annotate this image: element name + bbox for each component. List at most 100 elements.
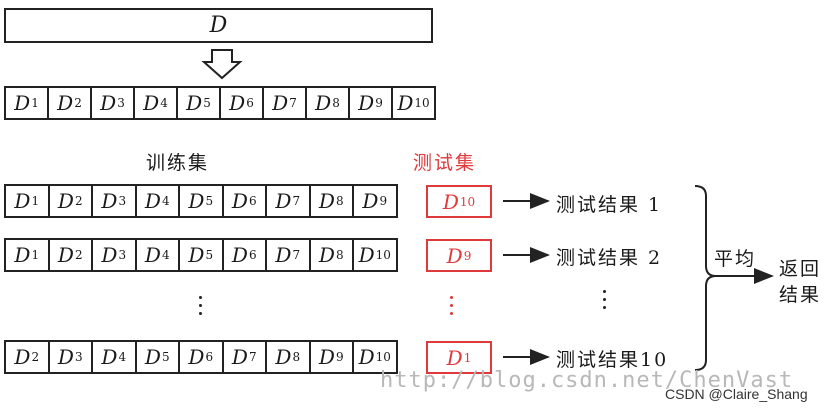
cell-letter: D [446,243,463,268]
cell-subscript: 2 [74,96,82,110]
cell-subscript: 8 [335,194,344,208]
cell-subscript: 3 [118,248,127,262]
cell-subscript: 2 [31,350,40,364]
cell-subscript: 1 [463,350,472,365]
cell-subscript: 2 [74,248,83,262]
cell-letter: D [318,189,335,213]
cell-subscript: 4 [118,350,127,364]
down-arrow-icon [201,49,243,80]
test-set-header: 测试集 [413,152,477,174]
cell-letter: D [275,189,292,213]
cell-letter: D [275,345,292,369]
full-dataset-letter: D [209,13,228,38]
cell-subscript: 7 [292,194,301,208]
cell-letter: D [57,189,74,213]
cell-subscript: 5 [203,96,211,110]
cell-letter: D [57,91,74,115]
cell-letter: D [144,345,161,369]
cell-letter: D [231,243,248,267]
cell-subscript: 7 [289,96,297,110]
cell-letter: D [231,345,248,369]
cell-subscript: 8 [292,350,301,364]
cell-letter: D [188,189,205,213]
full-dataset-box: D [4,8,433,43]
result-ellipsis [599,290,609,309]
cell-subscript: 5 [205,248,214,262]
url-watermark: http://blog.csdn.net/ChenVast [380,368,794,393]
cell-letter: D [57,243,74,267]
cell-letter: D [188,243,205,267]
cell-letter: D [101,189,118,213]
final-result-line2: 结果 [779,284,822,306]
cell-letter: D [362,189,379,213]
cell-letter: D [14,189,31,213]
cell-subscript: 6 [246,96,254,110]
final-result-line1: 返回 [779,258,822,280]
cell-subscript: 1 [31,248,40,262]
cell-subscript: 6 [248,194,257,208]
cell-subscript: 10 [375,350,391,364]
cell-letter: D [14,91,31,115]
author-credit: CSDN @Claire_Shang [665,386,808,402]
cell-subscript: 9 [335,350,344,364]
train-ellipsis [195,296,205,315]
cell-letter: D [358,243,375,267]
cell-subscript: 9 [375,96,383,110]
cell-subscript: 8 [332,96,340,110]
cell-subscript: 7 [248,350,257,364]
cell-letter: D [229,91,246,115]
cell-subscript: 3 [117,96,125,110]
cell-letter: D [144,243,161,267]
cell-subscript: 7 [292,248,301,262]
cell-letter: D [315,91,332,115]
cell-subscript: 5 [161,350,170,364]
cell-subscript: 10 [414,96,430,110]
cell-subscript: 4 [161,248,170,262]
cell-subscript: 1 [31,96,39,110]
cell-subscript: 2 [74,194,83,208]
cell-letter: D [231,189,248,213]
cell-letter: D [144,189,161,213]
cell-subscript: 8 [335,248,344,262]
results-brace [694,185,717,371]
cell-subscript: 4 [160,96,168,110]
cell-letter: D [57,345,74,369]
test-result-1: 测试结果 1 [556,194,663,216]
cell-letter: D [442,189,459,214]
cell-subscript: 10 [459,194,476,209]
cell-letter: D [446,345,463,370]
cell-subscript: 5 [205,194,214,208]
cell-letter: D [186,91,203,115]
cell-subscript: 4 [161,194,170,208]
cell-letter: D [318,243,335,267]
cell-letter: D [358,91,375,115]
cell-letter: D [397,91,414,115]
cell-letter: D [14,243,31,267]
cell-letter: D [358,345,375,369]
